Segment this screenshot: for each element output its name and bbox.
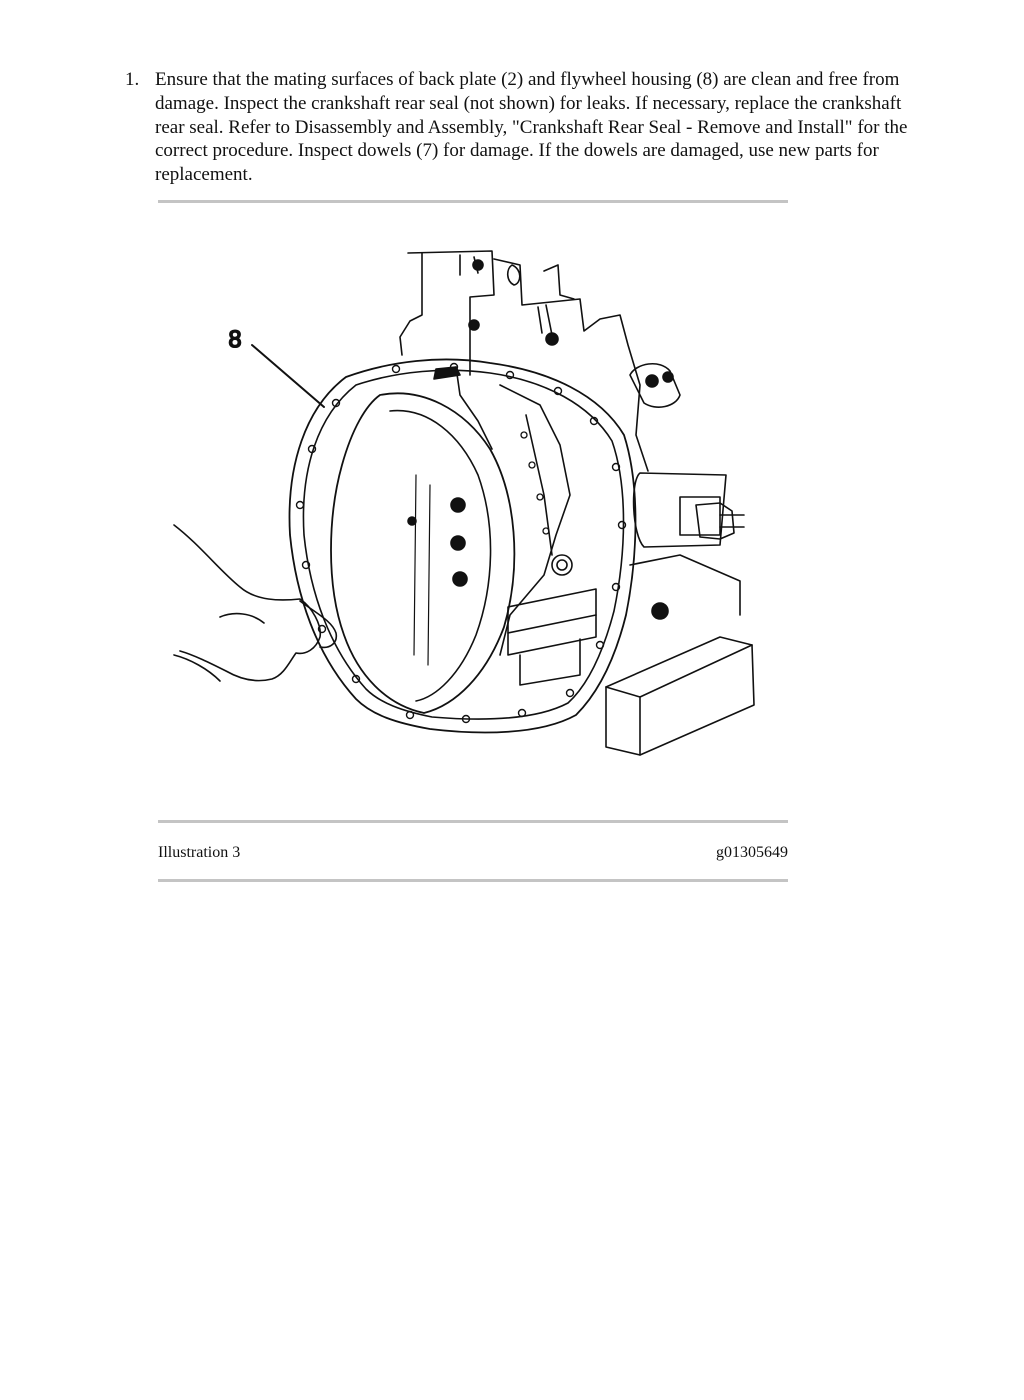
figure-top-rule — [158, 200, 788, 203]
caption-top-rule — [158, 820, 788, 823]
step-text: Ensure that the mating surfaces of back … — [155, 69, 908, 186]
callout-leader-line — [251, 344, 325, 408]
flywheel-housing-illustration: 8 — [160, 235, 780, 775]
procedure-step: 1. Ensure that the mating surfaces of ba… — [125, 68, 925, 187]
step-number: 1. — [125, 69, 140, 90]
callout-number: 8 — [228, 328, 242, 353]
illustration-label: Illustration 3 — [158, 844, 241, 861]
caption-bottom-rule — [158, 879, 788, 882]
graphic-id: g01305649 — [716, 844, 788, 861]
